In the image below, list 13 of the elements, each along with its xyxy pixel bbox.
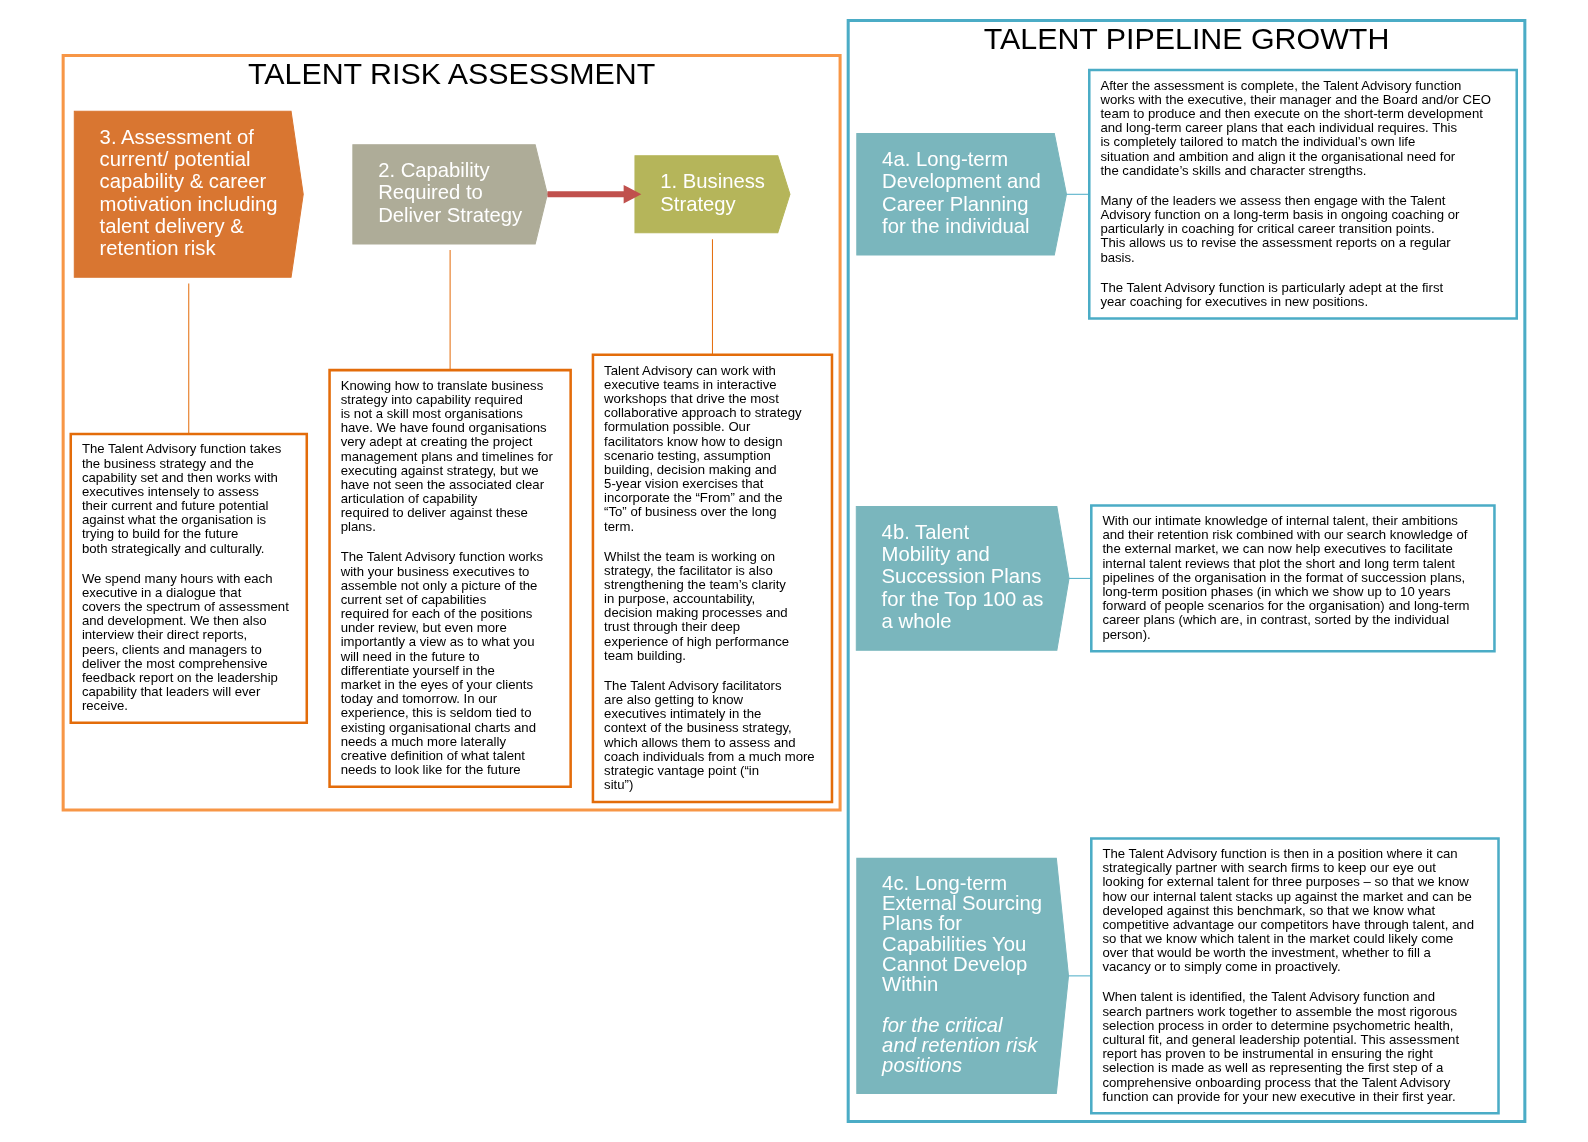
connector [188, 282, 190, 435]
connector [449, 249, 451, 371]
connector [1066, 193, 1090, 195]
node-box: Knowing how to translate business strategy into capability required is not a skill most organisations have. We have found organisations very adept at creating the project management plans and timelines for executing against strategy, but we have not seen the associated clear articulation of capability required to deliver against these plans. The Talent Advisory function works with your business executives to assemble not only a picture of the current set of capabilities required for each of the positions under review, but even more importantly a view as to what you will need in the future to differentiate yourself in the market in the eyes of your clients today and tomorrow. In our experience, this is seldom tied to existing organisational charts and needs a much more laterally creative definition of what talent needs to look like for the future [328, 368, 572, 788]
arrow [547, 185, 642, 204]
node-box: The Talent Advisory function takes the business strategy and the capability set and then works with executives intensely to assess their current and future potential against what the organisation is trying to build for the future both strategically and culturally. We spend many hours with each executive in a dialogue that covers the spectrum of assessment and development. We then also interview their direct reports, peers, clients and managers to deliver the most comprehensive feedback report on the leadership capability that leaders will ever receive. [69, 432, 309, 725]
node-box: Talent Advisory can work with executive teams in interactive workshops that drive the most collaborative approach to strategy formulation possible. Our facilitators know how to design scenario testing, assumption building, decision making and 5-year vision exercises that incorporate the “From” and the “To” of business over the long term. Whilst the team is working on strategy, the facilitator is also strengthening the team’s clarity in purpose, accountability, decision making processes and trust through their deep experience of high performance team building. The Talent Advisory facilitators are also getting to know executives intimately in the context of the business strategy, which allows them to assess and coach individuals from a much more strategic vantage point (“in situ”) [591, 353, 834, 804]
node-box: With our intimate knowledge of internal talent, their ambitions and their retention risk combined with our search knowledge of the external market, we can now help executives to facilitate internal talent reviews that plot the short and long term talent pipelines of the organisation in the format of succession plans, long-term position phases (in which we show up to 10 years forward of people scenarios for the organisation) and long-term career plans (which are, in contrast, sorted by the individual person). [1090, 504, 1496, 653]
node-box: After the assessment is complete, the Talent Advisory function works with the executive, their manager and the Board and/or CEO team to produce and then execute on the short-term development and long-term career plans that each individual requires. This is completely tailored to match the individual’s own life situation and ambition and align it the organisational need for the candidate’s skills and character strengths. Many of the leaders we assess then engage with the Talent Advisory function on a long-term basis in ongoing coaching or particularly in coaching for critical career transition points. This allows us to revise the assessment reports on a regular basis. The Talent Advisory function is particularly adept at the first year coaching for executives in new positions. [1088, 68, 1518, 320]
node-box: The Talent Advisory function is then in a position where it can strategically partner with search firms to keep our eye out looking for external talent for three purposes – so that we know how our internal talent stacks up against the market and can be developed against this benchmark, so that we know what competitive advantage our competitors have through talent, and so that we know which talent in the market could likely come over that would be worth the investment, whether to fill a vacancy or to simply come in proactively. When talent is identified, the Talent Advisory function and search partners work together to assemble the most rigorous selection process in order to determine psychometric health, cultural fit, and general leadership potential. This assessment report has proven to be instrumental in ensuring the right selection is made as well as representing the first step of a comprehensive onboarding process that the Talent Advisory function can provide for your new executive in their first year. [1090, 837, 1500, 1115]
connector [1068, 975, 1092, 977]
connector [711, 238, 713, 356]
connector [1068, 577, 1092, 579]
